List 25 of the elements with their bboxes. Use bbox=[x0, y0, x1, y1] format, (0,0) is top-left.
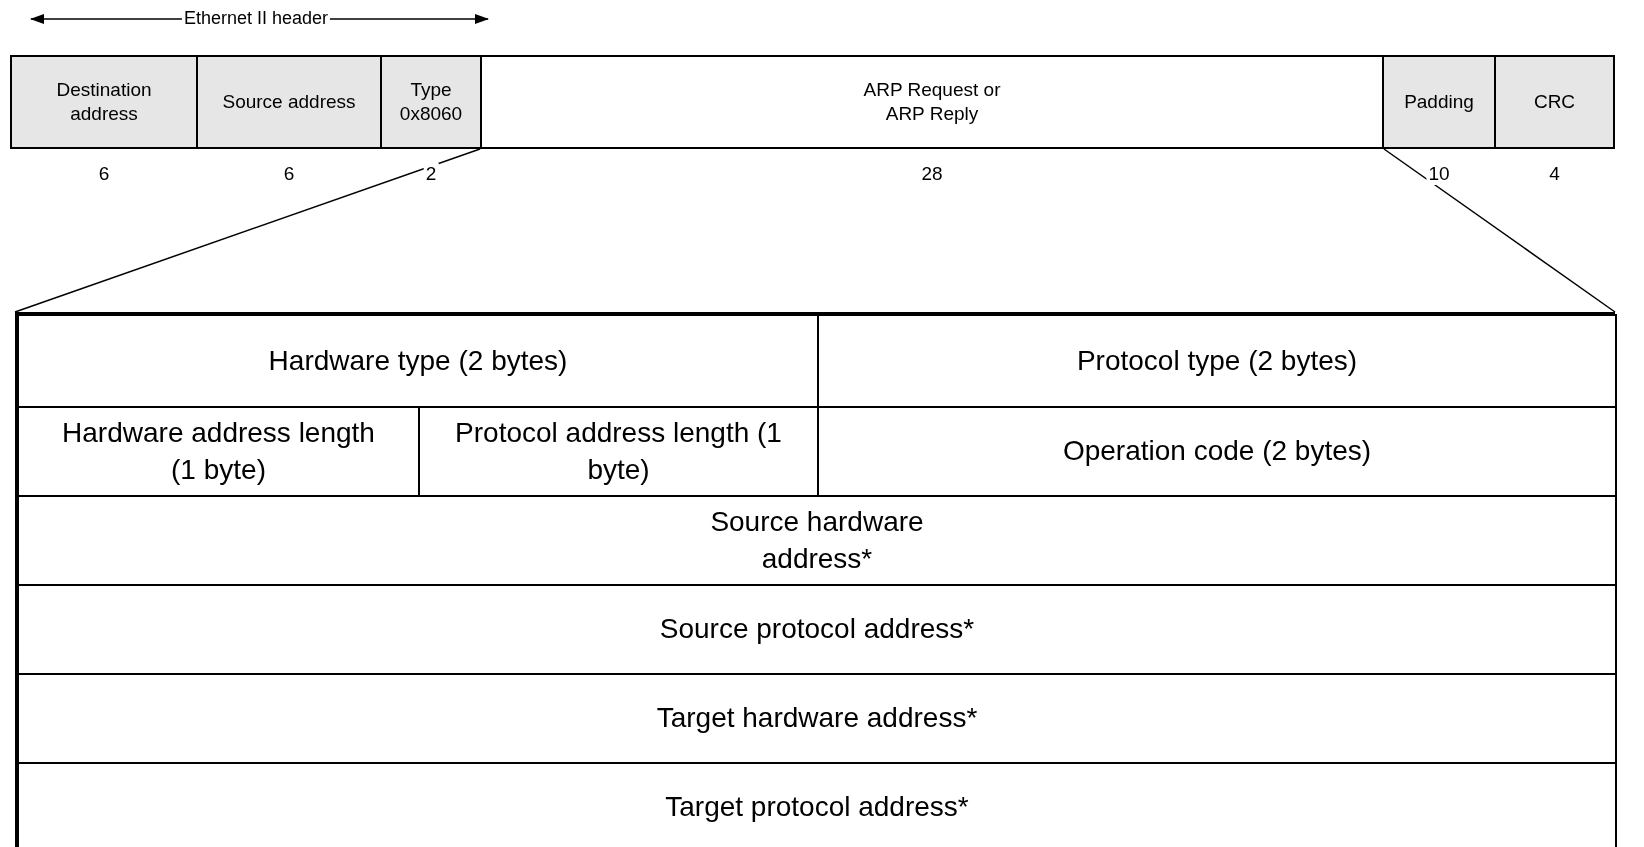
table-frame bbox=[15, 312, 1615, 847]
field-cell bbox=[17, 762, 1617, 847]
expansion-line bbox=[14, 148, 481, 313]
field-label: Protocol type (2 bytes) bbox=[1076, 343, 1358, 378]
expansion-line bbox=[1383, 148, 1616, 313]
field-label: Source address bbox=[222, 90, 356, 114]
field-label: Hardware type (2 bytes) bbox=[268, 343, 568, 378]
field-label: Type 0x8060 bbox=[398, 78, 464, 126]
frame-field bbox=[380, 55, 482, 149]
field-label: Destination address bbox=[55, 78, 153, 126]
field-label: ARP Request or ARP Reply bbox=[862, 78, 1002, 126]
field-label: Protocol address length (1 byte) bbox=[454, 416, 783, 487]
field-label: Target protocol address* bbox=[665, 790, 969, 825]
field-label: Target hardware address* bbox=[656, 701, 978, 736]
frame-field bbox=[10, 55, 198, 149]
frame-field bbox=[1494, 55, 1615, 149]
frame-field bbox=[480, 55, 1384, 149]
field-label: Source protocol address* bbox=[659, 612, 975, 647]
field-label: Hardware address length (1 byte) bbox=[61, 416, 376, 487]
field-label: Operation code (2 bytes) bbox=[1062, 434, 1372, 469]
frame-field bbox=[196, 55, 382, 149]
field-label: Source hardware address* bbox=[709, 505, 925, 576]
field-label: CRC bbox=[1533, 90, 1576, 114]
field-label: Padding bbox=[1404, 90, 1474, 114]
frame-field bbox=[1382, 55, 1496, 149]
